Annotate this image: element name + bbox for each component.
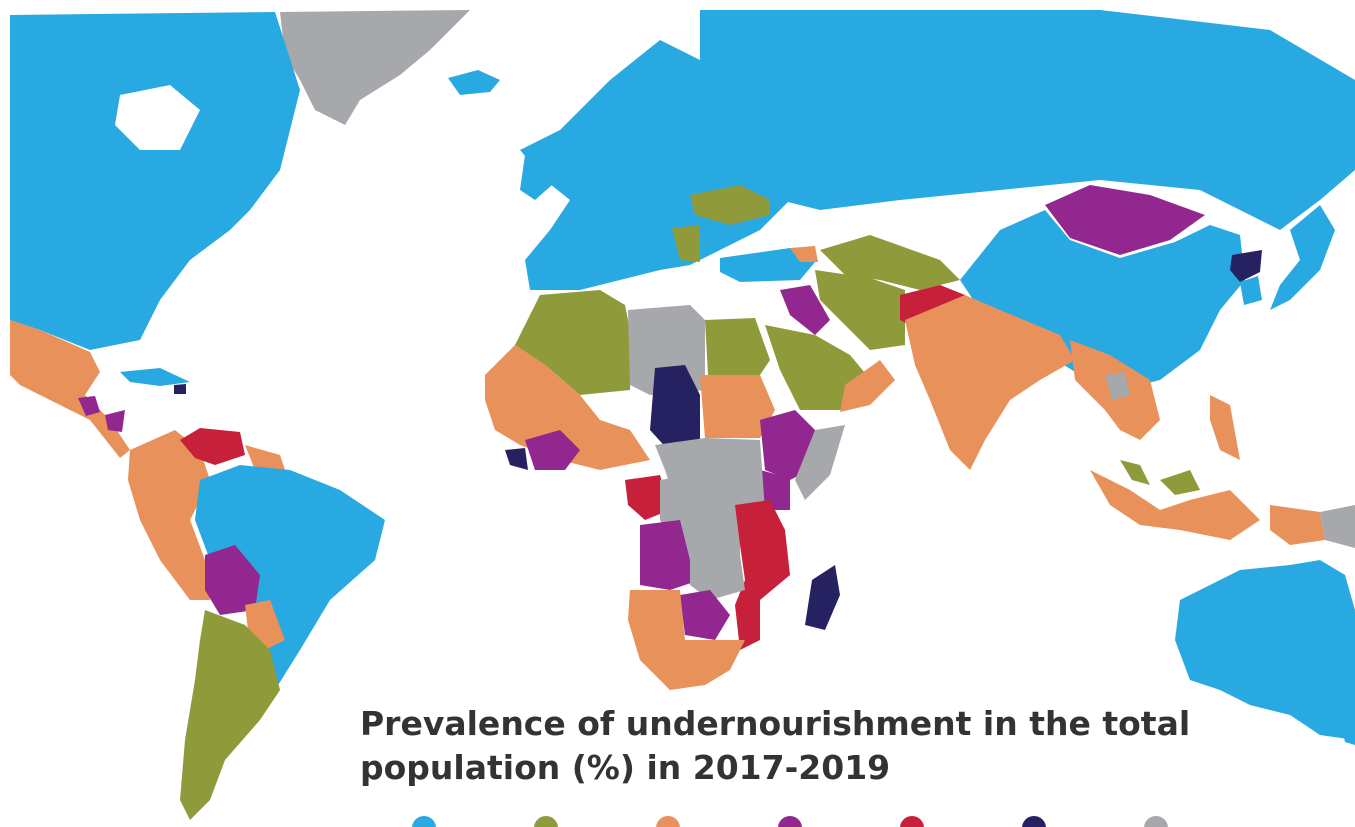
legend-item-5 bbox=[888, 808, 1010, 827]
region-zambia bbox=[690, 555, 745, 600]
legend-item-4 bbox=[766, 808, 888, 827]
region-haiti bbox=[174, 384, 186, 394]
region-guianas bbox=[245, 445, 285, 470]
region-greenland bbox=[280, 10, 470, 125]
legend-swatch-1 bbox=[412, 816, 436, 827]
region-japan bbox=[1270, 205, 1335, 310]
region-png bbox=[1270, 505, 1325, 545]
region-philippines bbox=[1210, 395, 1240, 460]
region-turkey bbox=[720, 248, 815, 282]
region-egypt bbox=[705, 318, 770, 375]
region-mexico bbox=[10, 320, 130, 458]
region-laos-cambodia bbox=[1105, 372, 1130, 400]
region-australia bbox=[1175, 560, 1355, 740]
region-west-africa bbox=[485, 345, 650, 470]
region-png-grey bbox=[1320, 505, 1355, 548]
region-central-america-b bbox=[105, 410, 125, 432]
region-central-america-a bbox=[78, 396, 100, 416]
region-china bbox=[960, 210, 1245, 390]
region-bolivia bbox=[205, 545, 260, 615]
region-mongolia bbox=[1045, 185, 1205, 255]
region-indonesia bbox=[1090, 470, 1260, 540]
region-iran bbox=[815, 270, 905, 350]
legend-swatch-4 bbox=[778, 816, 802, 827]
region-malaysia bbox=[1120, 460, 1150, 485]
region-north-africa-west bbox=[515, 290, 630, 395]
region-madagascar bbox=[805, 565, 840, 630]
region-balkans bbox=[672, 225, 700, 262]
region-india bbox=[905, 295, 1075, 470]
legend-item-1 bbox=[400, 808, 522, 827]
region-angola bbox=[640, 520, 700, 590]
region-iraq-syria bbox=[780, 285, 830, 335]
legend-swatch-3 bbox=[656, 816, 680, 827]
legend-item-6 bbox=[1010, 808, 1132, 827]
region-yemen-oman bbox=[840, 360, 895, 412]
region-congo bbox=[625, 475, 670, 520]
region-north-korea bbox=[1230, 250, 1262, 282]
legend bbox=[400, 808, 1254, 827]
legend-swatch-6 bbox=[1022, 816, 1046, 827]
region-venezuela bbox=[180, 428, 245, 465]
region-north-america bbox=[10, 12, 300, 350]
region-sudan bbox=[700, 375, 775, 438]
legend-item-7 bbox=[1132, 808, 1254, 827]
region-argentina-chile bbox=[180, 610, 280, 820]
map-title: Prevalence of undernourishment in the to… bbox=[360, 704, 1191, 787]
region-liberia bbox=[505, 448, 528, 470]
region-kenya bbox=[760, 470, 790, 510]
region-botswana bbox=[680, 590, 730, 640]
region-somalia bbox=[795, 425, 845, 500]
region-cuba bbox=[120, 368, 190, 386]
region-borneo bbox=[1160, 470, 1200, 495]
region-new-zealand bbox=[1340, 715, 1355, 745]
region-south-korea bbox=[1240, 276, 1262, 305]
region-russia bbox=[700, 10, 1355, 230]
region-ivory-coast-etc bbox=[525, 430, 580, 470]
region-iceland bbox=[448, 70, 500, 95]
region-uk bbox=[520, 150, 552, 200]
legend-swatch-7 bbox=[1144, 816, 1168, 827]
region-chad bbox=[650, 365, 700, 452]
region-southern-africa bbox=[628, 590, 745, 690]
legend-item-2 bbox=[522, 808, 644, 827]
legend-swatch-2 bbox=[534, 816, 558, 827]
region-ukraine bbox=[690, 185, 770, 225]
region-hudson-bay bbox=[115, 85, 200, 150]
region-colombia-peru bbox=[128, 430, 210, 600]
legend-item-3 bbox=[644, 808, 766, 827]
region-tanzania-mozambique bbox=[735, 500, 790, 650]
region-brazil bbox=[195, 465, 385, 690]
region-caucasus bbox=[790, 246, 818, 262]
legend-swatch-5 bbox=[900, 816, 924, 827]
